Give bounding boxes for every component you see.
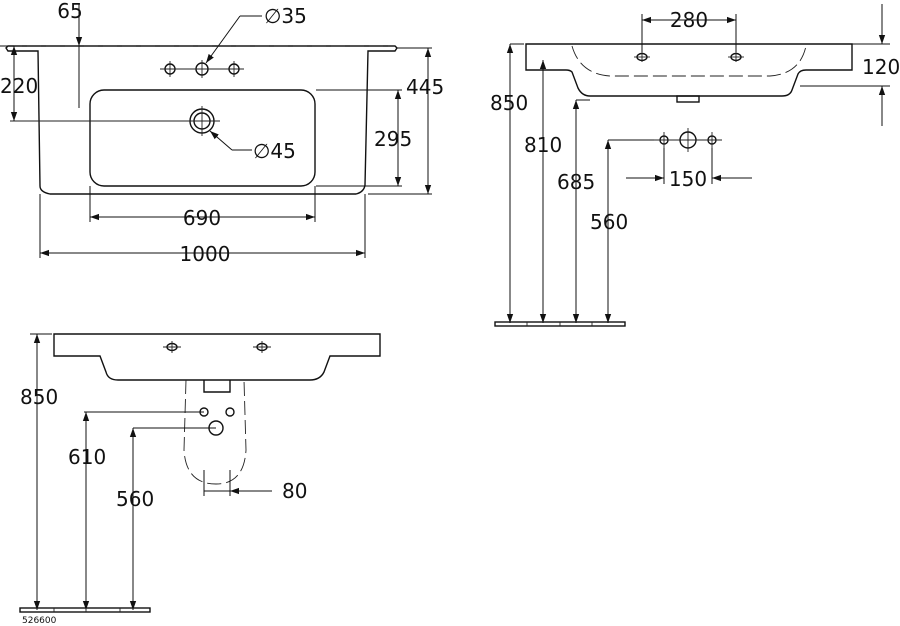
basin-top-outline [5,45,398,195]
basin-front-outline [53,333,381,381]
dim-1000: 1000 [180,242,231,266]
dim-80: 80 [282,479,307,503]
hole-left [634,52,650,62]
dim-150: 150 [669,167,707,191]
dim-side-560: 560 [590,210,628,234]
dim-610: 610 [68,445,106,469]
front-view: 850 610 560 80 [19,333,381,613]
front-hole-left [163,341,181,353]
dim-front-850: 850 [20,385,58,409]
dim-120: 120 [862,55,900,79]
hole-right [728,52,744,62]
dim-waste-diameter: ∅45 [253,139,296,163]
dim-810: 810 [524,133,562,157]
floor-line-left [19,607,151,613]
basin-side-outline [525,43,853,97]
dim-280: 280 [670,8,708,32]
dim-445: 445 [406,75,444,99]
floor-line-right [494,321,626,327]
connection-holes [654,128,722,152]
dim-65: 65 [57,0,82,23]
dim-690: 690 [183,206,221,230]
front-hole-right [253,341,271,353]
dim-tap-diameter: ∅35 [264,4,307,28]
drawing-code: 526600 [22,616,57,626]
side-view: 280 120 850 810 685 560 [490,4,900,327]
siphon-cover [183,379,247,485]
dim-front-560: 560 [116,487,154,511]
dim-295: 295 [374,127,412,151]
dim-685: 685 [557,170,595,194]
top-view: 65 ∅35 220 445 295 ∅45 690 1000 [0,0,444,266]
front-connection-holes [199,407,235,436]
dim-side-850: 850 [490,91,528,115]
bowl-outline [89,89,316,187]
dim-220: 220 [0,74,38,98]
